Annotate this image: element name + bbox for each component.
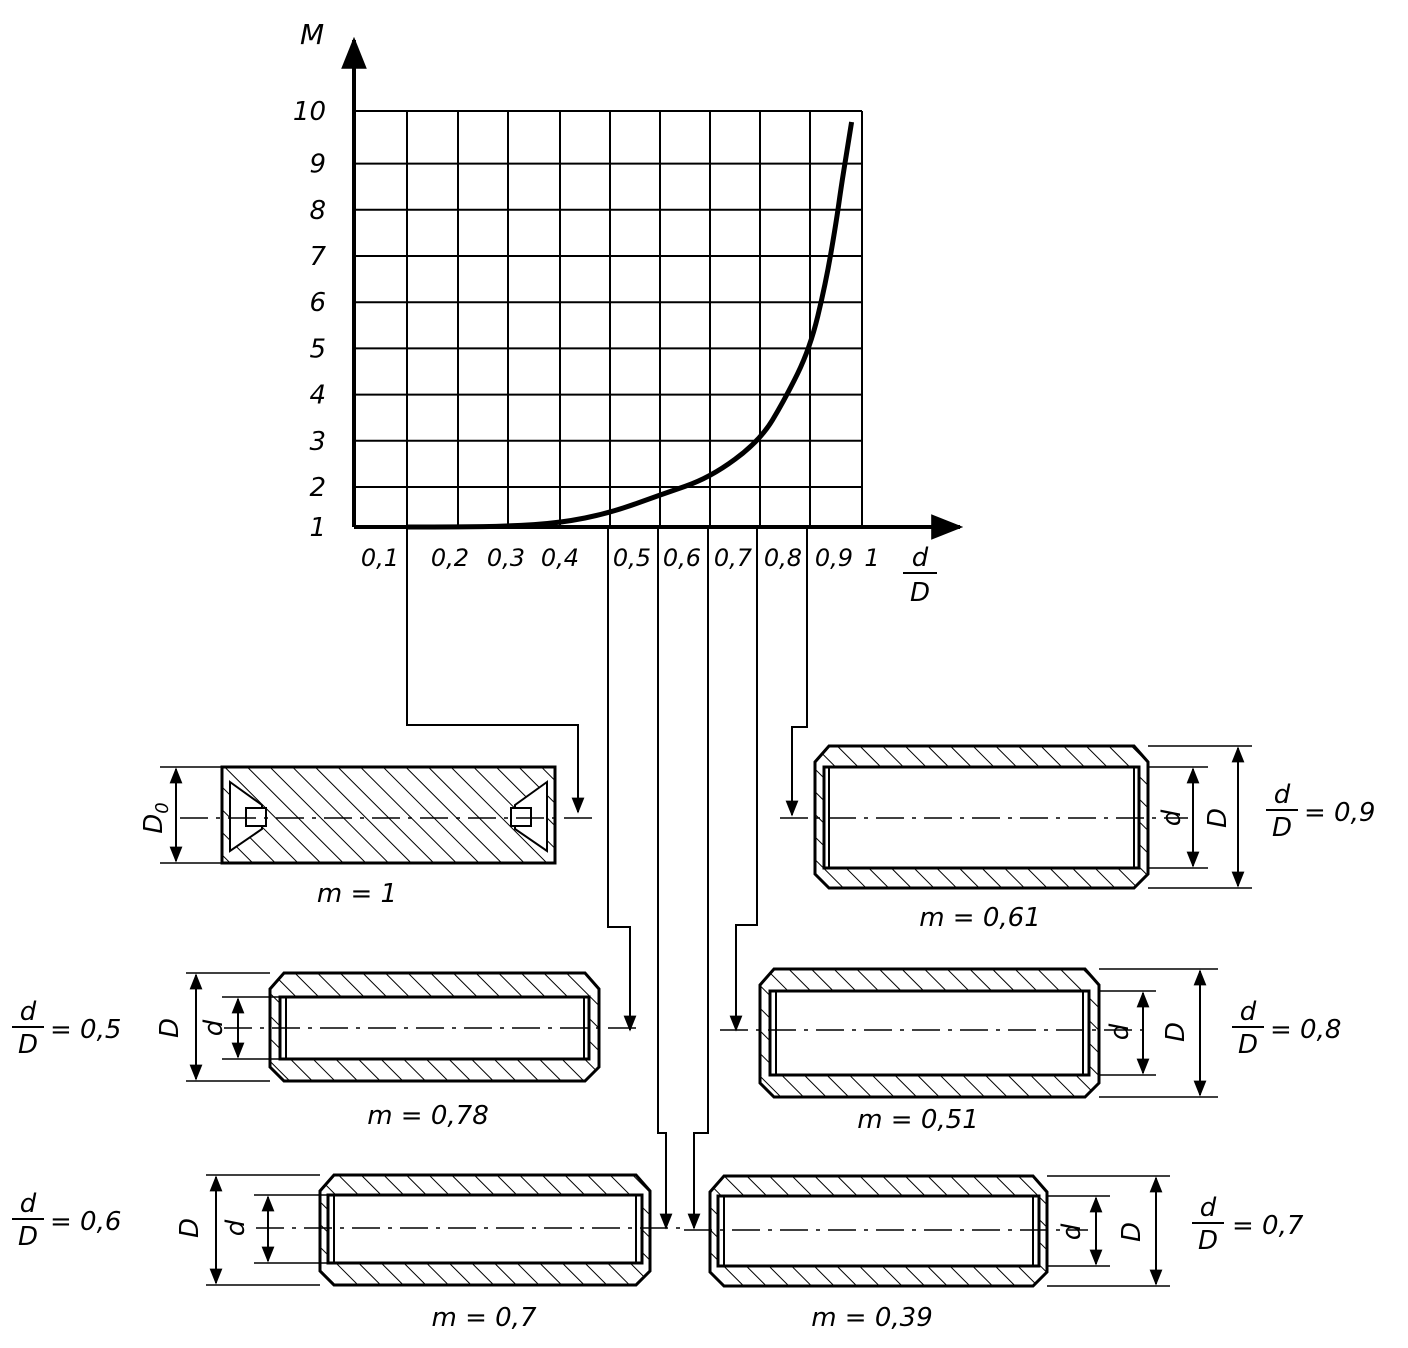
y-tick-label: 1 xyxy=(309,513,326,543)
outer-diameter-label: D xyxy=(175,1218,205,1238)
svg-text:= 0,8: = 0,8 xyxy=(1270,1015,1341,1045)
svg-text:d: d xyxy=(20,1189,37,1219)
center-hole-left xyxy=(229,780,267,853)
series-line xyxy=(407,121,855,530)
leader-0-8 xyxy=(729,527,758,1032)
y-tick-label: 3 xyxy=(309,427,326,457)
svg-text:d: d xyxy=(20,997,37,1027)
y-tick-labels: 1 2 3 4 5 6 7 8 9 10 xyxy=(293,97,327,543)
y-tick-label: 2 xyxy=(309,473,326,503)
leader-0-5 xyxy=(607,527,637,1032)
x-tick-label: 0,4 xyxy=(541,544,579,572)
leader-lines xyxy=(406,527,808,1230)
svg-text:D: D xyxy=(18,1222,38,1252)
y-tick-label: 6 xyxy=(309,288,326,318)
x-axis-label-num: d xyxy=(912,543,929,573)
svg-text:= 0,5: = 0,5 xyxy=(50,1015,121,1045)
outer-diameter-label: D xyxy=(155,1018,185,1038)
leader-0-9 xyxy=(785,527,808,817)
leader-0-7 xyxy=(687,527,709,1230)
inner-diameter-label: d xyxy=(1105,1023,1135,1040)
solid-bar-body xyxy=(220,765,557,865)
y-tick-label: 9 xyxy=(309,150,326,180)
svg-text:= 0,9: = 0,9 xyxy=(1304,798,1375,828)
chart: 1 2 3 4 5 6 7 8 9 10 0,1 0,2 0,3 0,4 0,5 0,6 0,7 0,8 0,9 1… xyxy=(293,18,964,608)
tube-bore xyxy=(716,1194,1041,1268)
x-tick-label: 1 xyxy=(864,544,879,572)
x-tick-labels: 0,1 0,2 0,3 0,4 0,5 0,6 0,7 0,8 0,9 1 xyxy=(361,544,880,572)
inner-diameter-label: d xyxy=(199,1019,229,1036)
center-hole-right xyxy=(510,780,548,853)
x-tick-label: 0,8 xyxy=(764,544,802,572)
y-tick-label: 4 xyxy=(309,381,326,411)
caption-m: m = 0,7 xyxy=(432,1303,537,1333)
svg-text:d: d xyxy=(1274,780,1291,810)
y-axis-label: M xyxy=(300,18,324,51)
svg-text:= 0,6: = 0,6 xyxy=(50,1207,121,1237)
outer-diameter-label: D xyxy=(1161,1022,1191,1042)
outer-diameter-label: D xyxy=(1203,808,1233,828)
svg-text:D: D xyxy=(1198,1226,1218,1256)
outer-diameter-label: D0 xyxy=(139,802,173,833)
x-tick-label: 0,7 xyxy=(714,544,753,572)
tube-section-0-8: d D d D = 0,8 m = 0,51 xyxy=(720,967,1341,1135)
svg-text:D: D xyxy=(18,1030,38,1060)
inner-diameter-label: d xyxy=(1157,809,1187,826)
svg-text:D: D xyxy=(1238,1030,1258,1060)
svg-text:D: D xyxy=(1272,813,1292,843)
y-tick-label: 7 xyxy=(309,242,326,272)
x-axis-label: d D xyxy=(903,543,937,608)
x-tick-label: 0,3 xyxy=(487,544,525,572)
tube-section-0-9: d D d D = 0,9 m = 0,61 xyxy=(780,744,1375,933)
caption-m: m = 1 xyxy=(317,879,397,909)
leader-0-6 xyxy=(657,527,673,1230)
x-tick-label: 0,9 xyxy=(815,544,853,572)
svg-text:= 0,7: = 0,7 xyxy=(1232,1211,1304,1241)
ratio-label: d D = 0,8 xyxy=(1232,997,1341,1060)
caption-m: m = 0,61 xyxy=(919,903,1041,933)
caption-m: m = 0,39 xyxy=(811,1303,933,1333)
x-tick-label: 0,2 xyxy=(431,544,469,572)
ratio-label: d D = 0,7 xyxy=(1192,1193,1304,1256)
ratio-label: d D = 0,5 xyxy=(12,997,121,1060)
tube-section-0-6: d D d D = 0,6 m = 0,7 xyxy=(12,1173,684,1333)
tube-section-0-7: d D d D = 0,7 m = 0,39 xyxy=(684,1174,1304,1333)
ratio-label: d D = 0,9 xyxy=(1266,780,1375,843)
svg-text:d: d xyxy=(1200,1193,1217,1223)
caption-m: m = 0,51 xyxy=(857,1105,979,1135)
caption-m: m = 0,78 xyxy=(367,1101,489,1131)
chart-grid xyxy=(354,110,863,527)
inner-diameter-label: d xyxy=(1057,1223,1087,1240)
inner-diameter-label: d xyxy=(221,1219,251,1236)
solid-bar-section: D0 m = 1 xyxy=(139,765,596,909)
y-tick-label: 10 xyxy=(293,97,326,127)
y-tick-label: 5 xyxy=(309,334,326,364)
chart-axes xyxy=(341,36,964,540)
svg-text:d: d xyxy=(1240,997,1257,1027)
x-tick-label: 0,1 xyxy=(361,544,399,572)
ratio-label: d D = 0,6 xyxy=(12,1189,121,1252)
tube-section-0-5: d D d D = 0,5 m = 0,78 xyxy=(12,971,642,1131)
y-tick-label: 8 xyxy=(309,196,326,226)
x-tick-label: 0,6 xyxy=(663,544,701,572)
x-tick-label: 0,5 xyxy=(613,544,651,572)
outer-diameter-label: D xyxy=(1117,1222,1147,1242)
x-axis-label-den: D xyxy=(910,578,930,608)
leader-0-1 xyxy=(406,527,585,814)
tube-bore xyxy=(326,1193,644,1265)
tube-bore xyxy=(768,989,1091,1077)
